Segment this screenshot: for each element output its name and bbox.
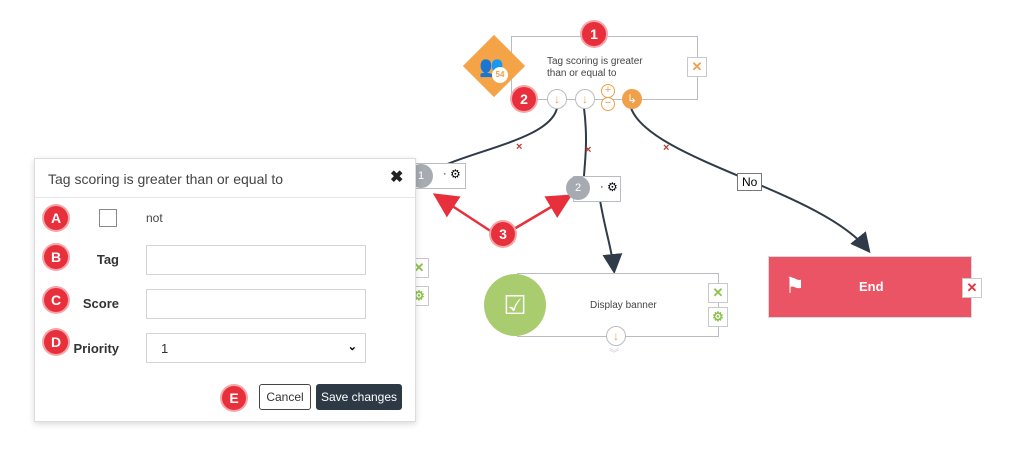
not-checkbox[interactable] [99,209,117,227]
priority-select[interactable]: 1 ⌄ [146,333,366,363]
marker-e: E [222,386,246,410]
remove-link-3: × [663,142,669,154]
annotation-arrow-right [513,194,573,231]
display-node-title: Display banner [590,300,657,311]
marker-3: 3 [491,222,515,246]
chevron-down-icon: ︾ [609,349,619,360]
remove-link-1: × [516,141,522,153]
marker-d: D [44,330,68,354]
end-close-icon[interactable]: ✕ [962,278,982,298]
flag-icon: ⚑ [785,273,805,298]
remove-branch-button[interactable]: − [601,97,615,111]
branch-port-1[interactable]: ↓ [547,89,567,109]
marker-1: 1 [582,22,606,46]
tag-label: Tag [96,252,119,267]
condition-settings-dialog: Tag scoring is greater than or equal to … [34,158,416,422]
banner-check-icon: ☑ [484,274,546,336]
marker-b: B [44,245,68,269]
annotation-arrow-left [432,193,493,234]
remove-link-2: × [585,144,591,156]
tag-input[interactable] [146,245,366,275]
no-label: No [737,173,763,191]
dialog-title: Tag scoring is greater than or equal to [48,171,284,187]
score-label: Score [82,296,119,311]
connector-to-display [599,199,623,274]
dialog-header: Tag scoring is greater than or equal to … [35,159,415,198]
settings-icon[interactable]: ⚙ [708,307,728,327]
branch-number-2: 2 [566,176,590,200]
close-icon[interactable]: ✖ [390,169,404,186]
connector-branch-2 [583,107,587,177]
close-icon[interactable]: ✕ [687,57,707,77]
end-node-title: End [859,279,884,294]
condition-node-title: Tag scoring is greater than or equal to [547,56,643,79]
no-branch-port[interactable]: ↳ [622,89,642,109]
not-label: not [146,211,163,225]
add-branch-button[interactable]: + [601,84,615,98]
chevron-down-icon: ⌄ [347,341,357,353]
branch-port-2[interactable]: ↓ [575,89,595,109]
priority-value: 1 [161,341,169,356]
cancel-button[interactable]: Cancel [259,384,311,410]
branch-node-1-dot: · [443,168,447,180]
branch-node-2-dot: · [600,181,604,193]
score-input[interactable] [146,289,366,319]
end-node[interactable]: ⚑ End [768,256,972,318]
gear-icon[interactable]: ⚙ [450,167,461,181]
marker-2: 2 [512,87,536,111]
gear-icon[interactable]: ⚙ [607,180,618,194]
priority-label: Priority [73,341,119,356]
score-badge: 54 [492,67,508,83]
marker-c: C [44,288,68,312]
save-changes-button[interactable]: Save changes [316,384,402,410]
delete-icon[interactable]: ✕ [708,283,728,303]
display-output-port[interactable]: ↓ [606,326,626,346]
marker-a: A [44,206,68,230]
